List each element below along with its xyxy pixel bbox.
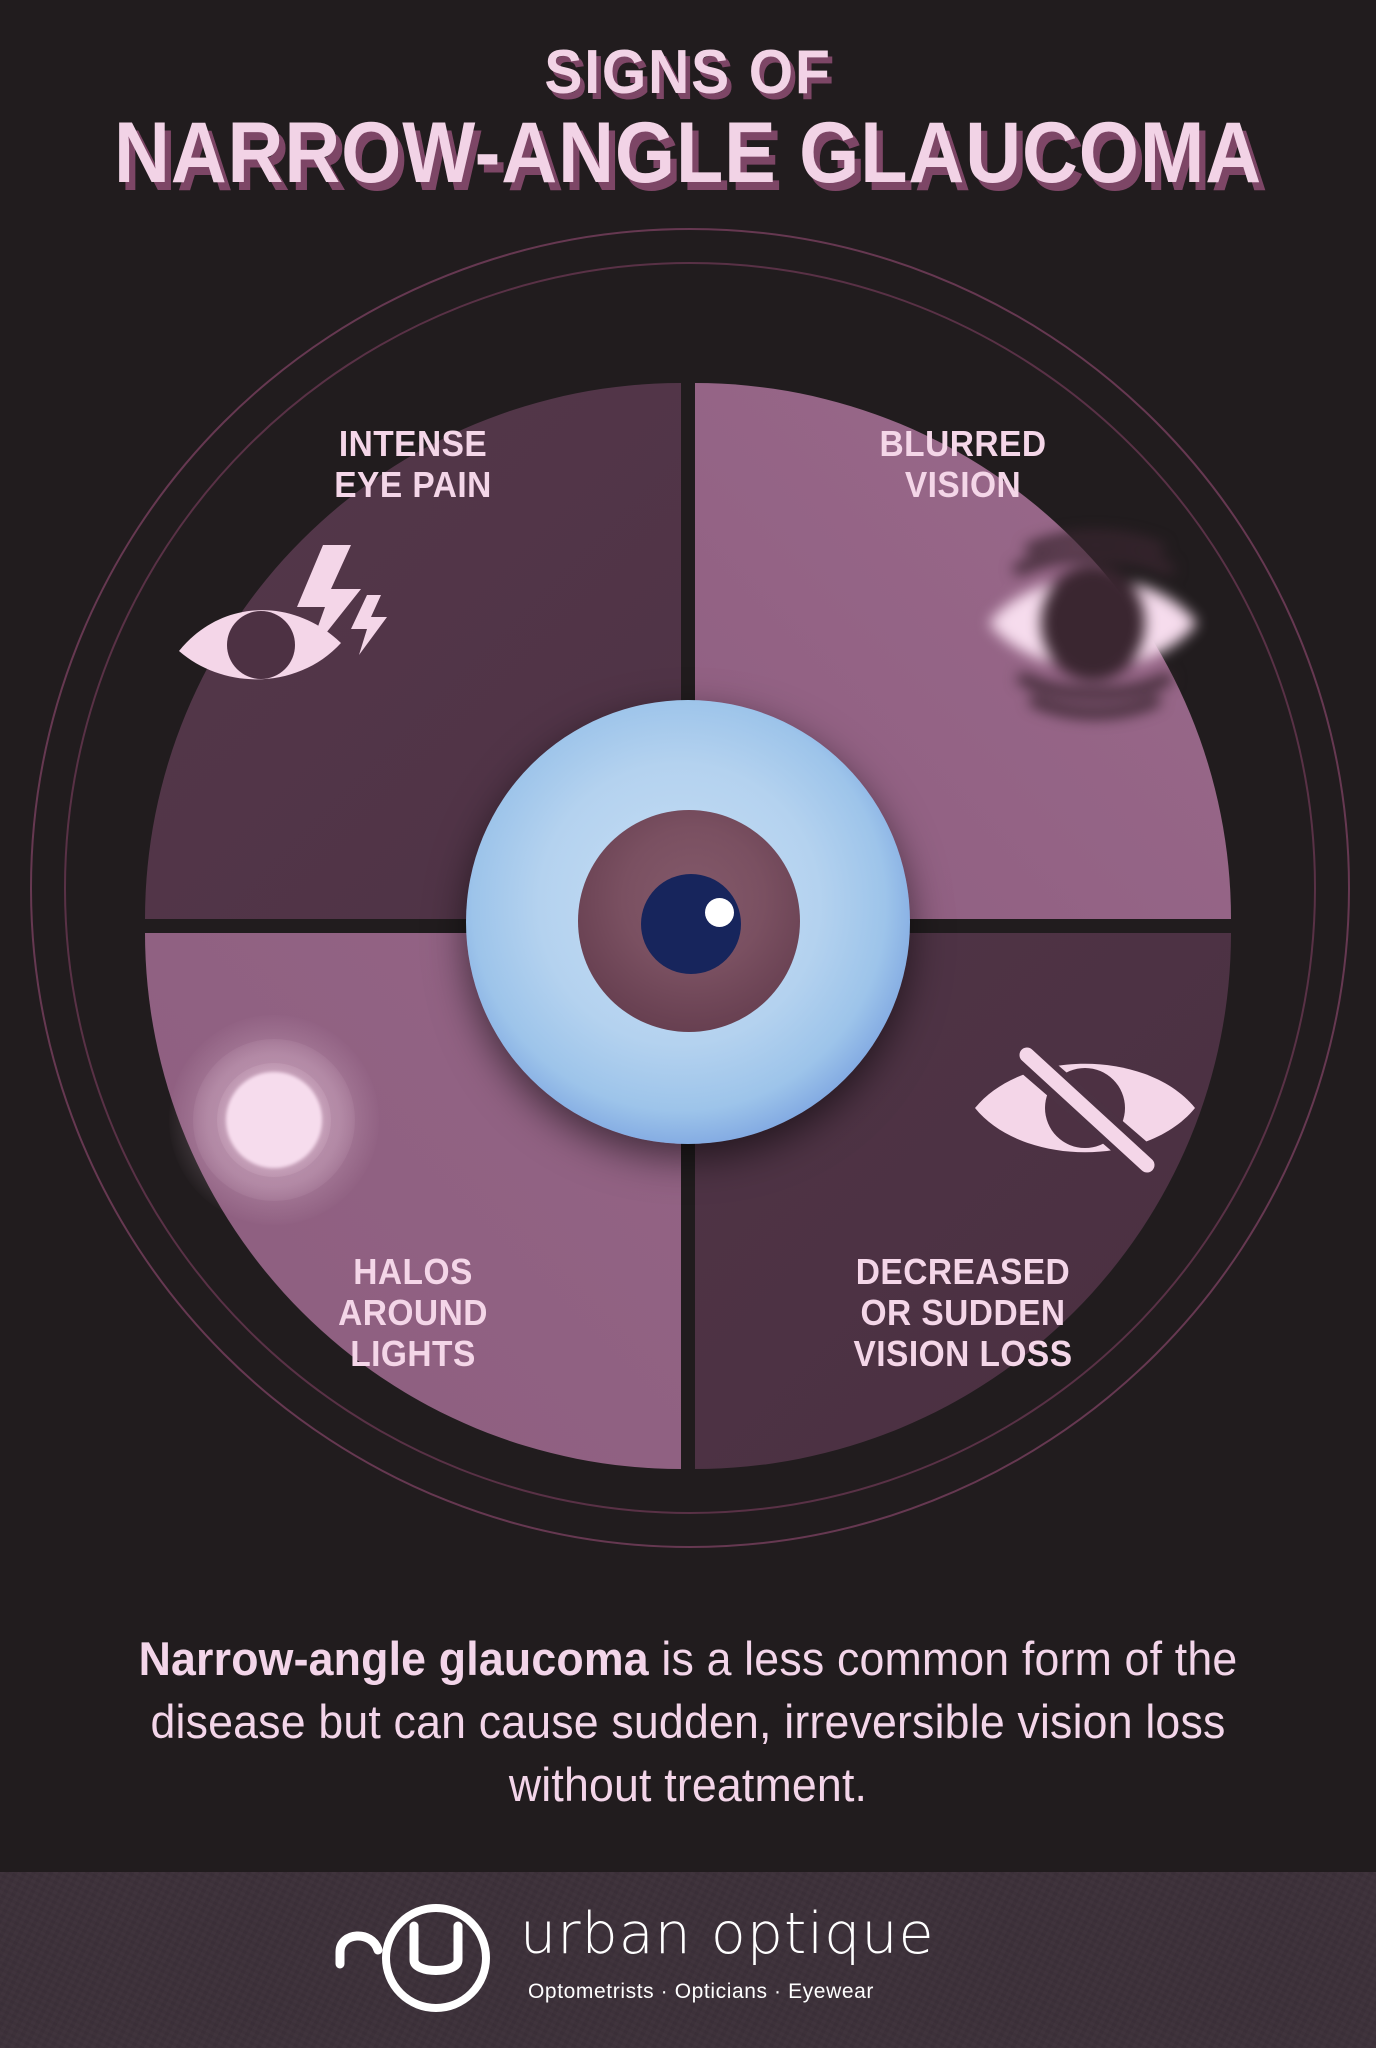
halo-core-light: [226, 1072, 322, 1168]
pupil-highlight: [705, 898, 734, 927]
outer-decorative-ring: [30, 228, 1350, 1548]
footer-bar: urban optique Optometrists · Opticians ·…: [0, 1872, 1376, 2048]
summary-rest: is a less common form of the disease but…: [150, 1632, 1238, 1811]
eye-with-lightning-icon: [173, 533, 403, 708]
summary-paragraph: Narrow-angle glaucoma is a less common f…: [101, 1628, 1275, 1817]
summary-lead: Narrow-angle glaucoma: [138, 1632, 649, 1685]
eye-slash-icon: [967, 1033, 1203, 1188]
iris: [578, 810, 800, 1032]
inner-decorative-ring: [64, 262, 1316, 1514]
brand-tagline: Optometrists · Opticians · Eyewear: [528, 1980, 874, 2003]
title-line-2: NARROW-ANGLE GLAUCOMA: [113, 105, 1263, 201]
brand-logo[interactable]: urban optique Optometrists · Opticians ·…: [332, 1898, 1052, 2018]
blurred-eye-icon: [973, 515, 1213, 736]
urban-optique-u-logo-icon: [332, 1898, 502, 2021]
eyeball-icon: [466, 700, 910, 1144]
page-title: SIGNS OF NARROW-ANGLE GLAUCOMA: [0, 38, 1376, 201]
title-line-1: SIGNS OF: [544, 38, 832, 107]
glowing-light-halo-icon: [169, 1015, 379, 1225]
brand-name: urban optique: [520, 1901, 935, 1967]
pupil: [641, 874, 741, 974]
